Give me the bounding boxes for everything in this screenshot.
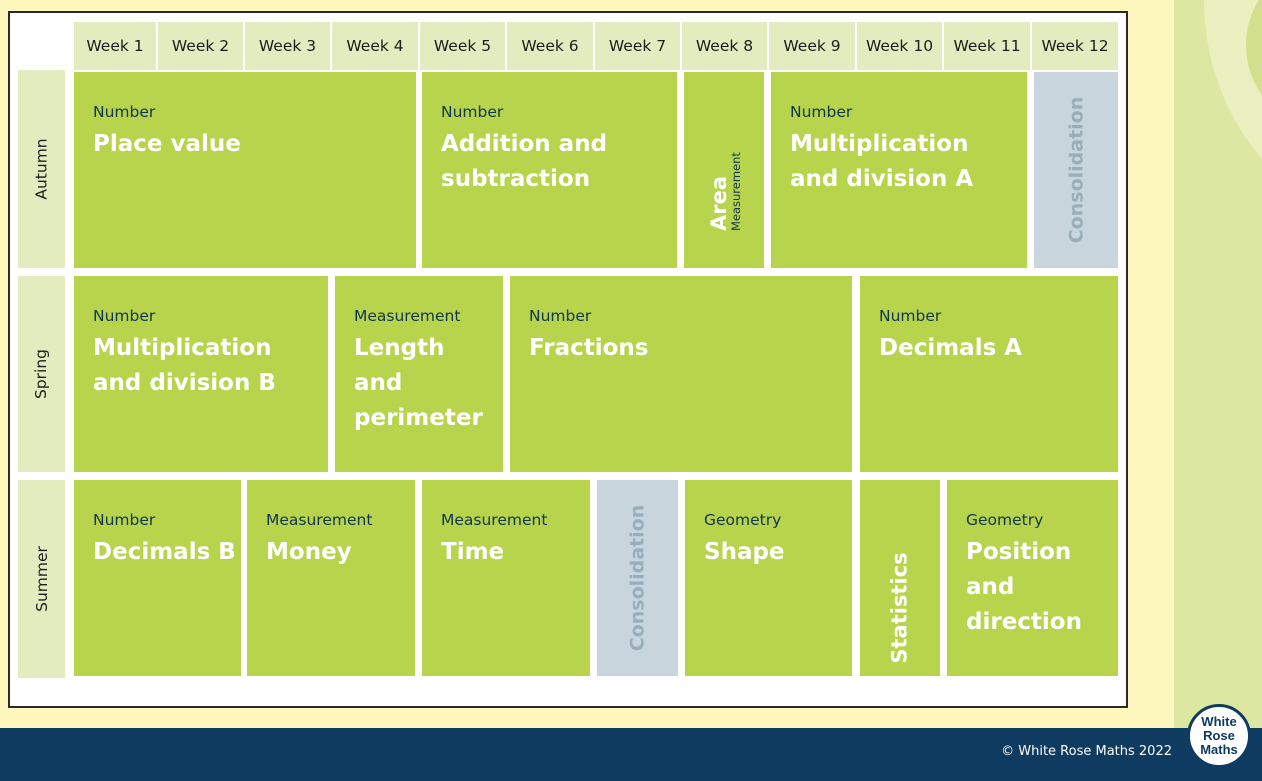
block-topic: Decimals B — [93, 539, 236, 565]
footer-bar: © White Rose Maths 2022 — [0, 728, 1262, 781]
block-strand: Number — [441, 103, 504, 121]
block-topic: Fractions — [529, 335, 649, 361]
block-place-value[interactable]: Number Place value — [74, 72, 416, 268]
week-header: Week 8 — [682, 22, 767, 70]
week-header: Week 10 — [857, 22, 942, 70]
block-strand: Number — [879, 307, 942, 325]
week-header: Week 2 — [158, 22, 243, 70]
term-label-autumn: Autumn — [18, 70, 65, 268]
block-topic: Decimals A — [879, 335, 1023, 361]
block-strand: Number — [93, 103, 156, 121]
block-topic: Multiplication and division B — [93, 335, 276, 396]
block-decimals-b[interactable]: Number Decimals B — [74, 480, 241, 676]
block-strand: Number — [93, 511, 156, 529]
week-header: Week 7 — [595, 22, 680, 70]
block-topic: Addition and subtraction — [441, 131, 608, 192]
week-header: Week 6 — [507, 22, 593, 70]
week-header: Week 4 — [332, 22, 418, 70]
decorative-background-panel — [1174, 0, 1262, 728]
block-area[interactable]: Area Measurement — [684, 72, 764, 268]
copyright-text: © White Rose Maths 2022 — [1001, 744, 1172, 759]
block-multiplication-division-a[interactable]: Number Multiplication and division A — [771, 72, 1027, 268]
block-topic: Consolidation — [626, 504, 649, 652]
block-decimals-a[interactable]: Number Decimals A — [860, 276, 1118, 472]
block-topic: Money — [266, 539, 352, 565]
block-time[interactable]: Measurement Time — [422, 480, 590, 676]
block-strand: Measurement — [266, 511, 373, 529]
block-money[interactable]: Measurement Money — [247, 480, 415, 676]
term-label-summer: Summer — [18, 480, 65, 678]
block-strand: Measurement — [441, 511, 548, 529]
block-topic: Consolidation — [1065, 96, 1088, 244]
block-topic: Length and perimeter — [354, 335, 483, 431]
block-addition-subtraction[interactable]: Number Addition and subtraction — [422, 72, 677, 268]
week-header: Week 12 — [1032, 22, 1118, 70]
block-topic: Place value — [93, 131, 241, 157]
week-header: Week 3 — [245, 22, 330, 70]
week-header: Week 5 — [420, 22, 505, 70]
block-topic: Time — [441, 539, 505, 565]
white-rose-maths-logo: White Rose Maths — [1187, 704, 1251, 768]
block-length-perimeter[interactable]: Measurement Length and perimeter — [335, 276, 503, 472]
block-shape[interactable]: Geometry Shape — [685, 480, 852, 676]
block-strand: Number — [529, 307, 592, 325]
block-statistics[interactable]: Statistics — [860, 480, 940, 676]
block-strand: Number — [93, 307, 156, 325]
block-consolidation[interactable]: Consolidation — [1034, 72, 1118, 268]
week-header: Week 11 — [944, 22, 1030, 70]
block-topic: Position and direction — [966, 539, 1082, 635]
block-topic: Statistics — [888, 552, 913, 664]
block-strand: Geometry — [966, 511, 1044, 529]
block-strand: Geometry — [704, 511, 782, 529]
block-strand: Number — [790, 103, 853, 121]
block-strand: Measurement — [354, 307, 461, 325]
block-strand: Measurement — [728, 152, 743, 232]
week-header: Week 9 — [769, 22, 855, 70]
term-label-spring: Spring — [18, 276, 65, 472]
block-topic: Shape — [704, 539, 785, 565]
block-multiplication-division-b[interactable]: Number Multiplication and division B — [74, 276, 328, 472]
block-fractions[interactable]: Number Fractions — [510, 276, 852, 472]
block-consolidation[interactable]: Consolidation — [597, 480, 678, 676]
block-topic: Multiplication and division A — [790, 131, 974, 192]
block-position-direction[interactable]: Geometry Position and direction — [947, 480, 1118, 676]
week-header: Week 1 — [74, 22, 156, 70]
block-topic: Area — [706, 176, 731, 232]
